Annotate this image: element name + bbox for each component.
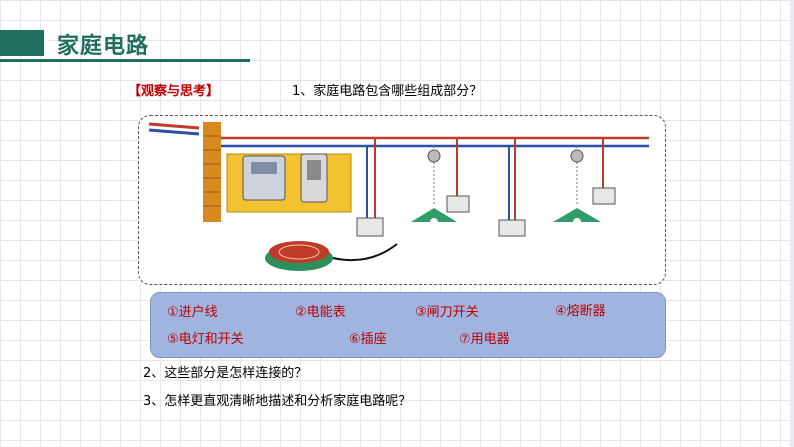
- question-2: 2、这些部分是怎样连接的？: [143, 366, 308, 381]
- question-1: 1、家庭电路包含哪些组成部分？: [292, 84, 483, 99]
- answer-appliance: ⑦用电器: [459, 332, 510, 347]
- wall-switch-icon: [592, 138, 616, 205]
- answer-lamp-and-switch: ⑤电灯和开关: [167, 332, 244, 347]
- right-edge-bar: [790, 0, 794, 447]
- energy-meter-icon: [242, 155, 286, 201]
- answer-knife-switch: ③闸刀开关: [415, 305, 479, 320]
- title-underline: [0, 59, 250, 62]
- knife-switch-icon: [300, 153, 328, 203]
- service-lines-icon: [148, 122, 200, 136]
- household-circuit-diagram: [138, 115, 666, 285]
- question-3: 3、怎样更直观清晰地描述和分析家庭电路呢？: [143, 394, 412, 409]
- electric-stove-icon: [265, 241, 398, 271]
- answer-service-line: ①进户线: [167, 305, 218, 320]
- lamp-icon: [553, 146, 601, 226]
- wall-switch-icon: [446, 138, 470, 213]
- answer-fuse: ④熔断器: [555, 304, 606, 319]
- answer-socket: ⑥插座: [349, 332, 387, 347]
- wall-icon: [203, 122, 221, 222]
- section-tag: 【观察与思考】: [128, 84, 220, 99]
- circuit-illustration: [148, 122, 649, 271]
- answer-energy-meter: ②电能表: [295, 305, 346, 320]
- socket-icon: [498, 138, 526, 237]
- lamp-icon: [411, 146, 457, 226]
- socket-icon: [356, 138, 384, 237]
- title-bar-accent: [44, 30, 48, 56]
- components-answer-box: ①进户线 ②电能表 ③闸刀开关 ④熔断器 ⑤电灯和开关 ⑥插座 ⑦用电器: [150, 292, 666, 358]
- title-bar-decoration: [0, 30, 44, 56]
- page-title: 家庭电路: [57, 34, 150, 59]
